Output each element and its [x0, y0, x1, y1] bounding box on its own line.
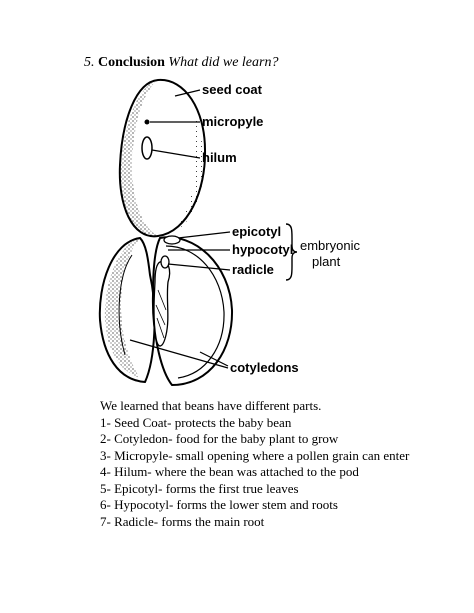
list-item: 5- Epicotyl- forms the first true leaves	[100, 480, 299, 496]
list-item: 3- Micropyle- small opening where a poll…	[100, 447, 410, 463]
whole-seed	[118, 78, 207, 238]
list-item: 6- Hypocotyl- forms the lower stem and r…	[100, 497, 338, 512]
conclusion-heading: 5. Conclusion What did we learn?	[84, 55, 444, 71]
list-item: 7- Radicle- forms the main root	[100, 513, 265, 529]
label-micropyle: micropyle	[202, 114, 263, 129]
label-cotyledons: cotyledons	[230, 360, 299, 375]
label-hilum: hilum	[202, 150, 237, 165]
label-radicle: radicle	[232, 262, 274, 277]
micropyle-dot	[144, 119, 150, 125]
split-seed	[98, 235, 234, 387]
label-seed-coat: seed coat	[202, 82, 263, 97]
list-item: 4- Hilum- where the bean was attached to…	[100, 464, 359, 479]
list-item: 2- Cotyledon- food for the baby plant to…	[100, 431, 339, 446]
section-number: 5.	[84, 55, 95, 70]
label-plant: plant	[312, 254, 341, 269]
bean-seed-diagram: seed coat micropyle hilum epicotyl hypoc…	[98, 78, 360, 387]
section-title: Conclusion	[98, 55, 165, 70]
conclusion-intro: We learned that beans have different par…	[100, 398, 322, 413]
epicotyl-shape	[163, 235, 181, 245]
list-item: 1- Seed Coat- protects the baby bean	[100, 414, 292, 430]
hilum-shape	[141, 136, 153, 160]
radicle-shape	[160, 255, 170, 269]
embryonic-brace	[285, 223, 298, 281]
leader-lines-bottom	[129, 231, 231, 369]
label-epicotyl: epicotyl	[232, 224, 281, 239]
label-hypocotyl: hypocotyl	[232, 242, 293, 257]
section-question: What did we learn?	[168, 55, 279, 70]
label-embryonic: embryonic	[300, 238, 360, 253]
conclusion-text: We learned that beans have different par…	[100, 398, 470, 530]
leader-lines-top	[150, 89, 201, 159]
